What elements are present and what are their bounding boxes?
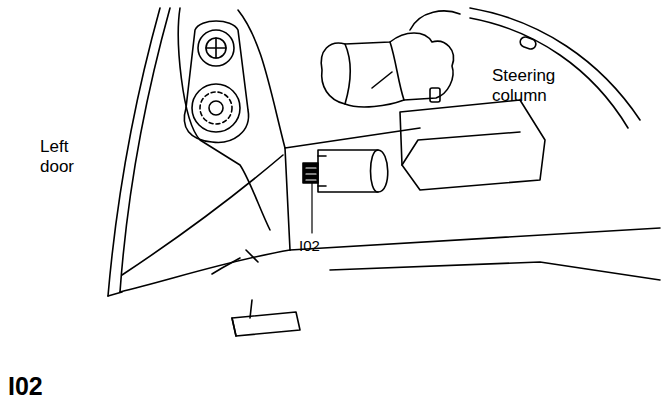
dash-contour xyxy=(330,262,660,280)
vent xyxy=(206,38,226,58)
steering-column xyxy=(400,100,545,190)
door-edge xyxy=(108,8,160,296)
dash-contour xyxy=(285,148,290,250)
door-edge xyxy=(120,8,170,292)
key xyxy=(372,72,392,88)
connector-body xyxy=(318,156,326,186)
connector-body xyxy=(318,150,388,192)
hand xyxy=(345,44,350,104)
vent xyxy=(200,92,232,124)
vent xyxy=(206,38,226,58)
vent xyxy=(198,30,234,66)
connector-plug xyxy=(303,163,318,183)
steering-wheel xyxy=(470,18,628,128)
pedal xyxy=(232,312,300,336)
dash-lower-edge xyxy=(120,250,290,292)
callout-number: I02 xyxy=(299,237,320,254)
part-label: Left door xyxy=(40,137,86,176)
dash-contour xyxy=(238,10,420,148)
vent-panel xyxy=(184,21,248,142)
steering-column xyxy=(402,132,520,165)
vent xyxy=(209,101,223,115)
hand xyxy=(390,42,404,100)
caption: I02 xyxy=(8,372,43,401)
switch xyxy=(519,36,537,51)
dash-contour xyxy=(290,228,660,250)
connector-body xyxy=(371,150,379,192)
leader-line xyxy=(311,183,312,233)
wrist xyxy=(410,11,460,30)
finger xyxy=(430,88,440,102)
pedal-arm xyxy=(246,250,258,262)
pedal-arm xyxy=(250,300,252,318)
kick-panel xyxy=(122,155,283,275)
part-label: Steering column xyxy=(492,66,582,105)
pedal-arm xyxy=(212,258,240,274)
pedal xyxy=(232,318,236,336)
hand xyxy=(321,33,453,107)
vent xyxy=(192,84,240,132)
connector-plug xyxy=(306,168,316,180)
